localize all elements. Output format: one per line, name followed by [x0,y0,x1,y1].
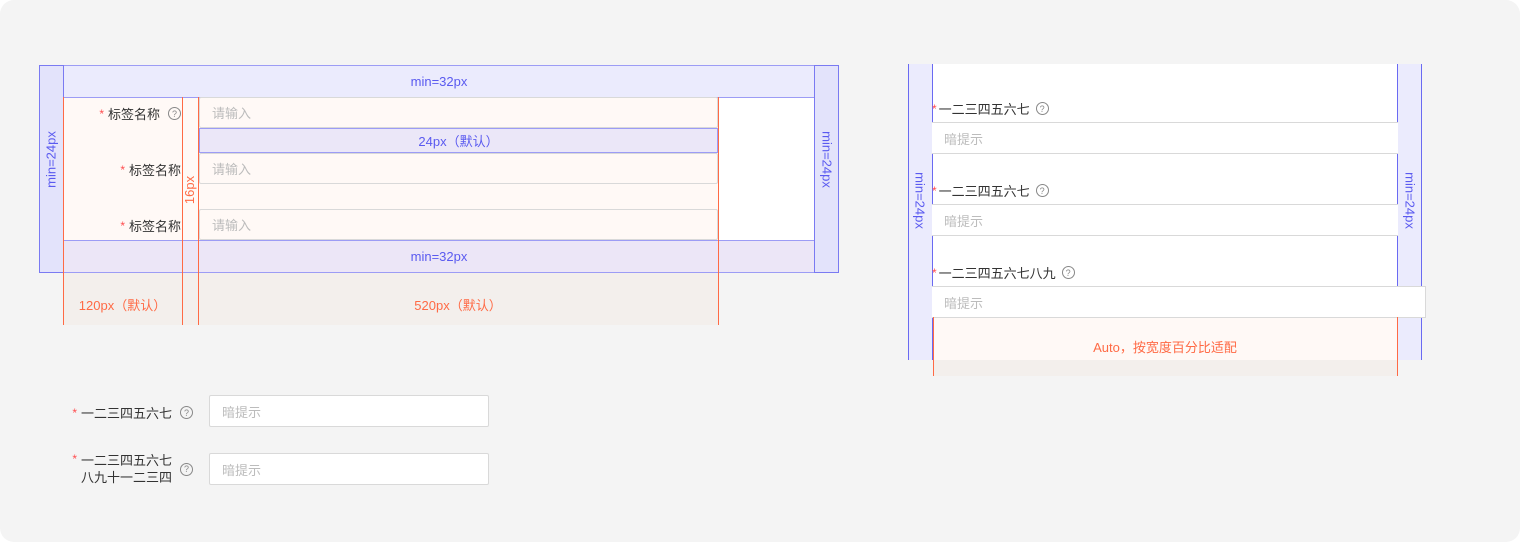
form-label: *标签名称 [120,160,181,179]
label-text-multiline: 一二三四五六七八九十一二三四 [81,452,172,486]
right-col-label: min=24px [1402,172,1418,229]
label-gap-label: 16px [182,175,197,205]
text-input[interactable]: 请输入 [199,153,718,184]
placeholder: 请输入 [212,106,252,121]
placeholder: 暗提示 [944,295,984,311]
text-input[interactable]: 暗提示 [932,122,1398,154]
label-width-label: 120px（默认） [78,298,167,313]
help-icon[interactable]: ? [180,462,193,476]
text-input[interactable]: 暗提示 [932,286,1426,318]
row-gap-band: 24px（默认） [199,128,718,153]
placeholder: 暗提示 [944,213,984,229]
help-icon[interactable]: ? [180,406,193,419]
required-mark: * [72,405,77,420]
form-label: *标签名称? [99,104,181,123]
right-padding-col [814,65,839,273]
form-label: *标签名称 [120,216,181,235]
left-col-label: min=24px [912,172,928,229]
placeholder: 请输入 [212,218,252,233]
placeholder: 暗提示 [222,404,262,420]
required-mark: * [120,162,125,177]
label-text: 标签名称 [128,163,181,178]
help-icon[interactable]: ? [1035,184,1049,197]
bottom-band-label: min=32px [410,249,468,264]
left-col-label: min=24px [43,131,59,188]
guide-line [63,97,64,325]
label-text: 标签名称 [128,219,181,234]
text-input[interactable]: 暗提示 [209,453,489,485]
form-label: *一二三四五六七? [932,181,1049,200]
guide-line [933,317,934,376]
control-width-label: 520px（默认） [414,298,502,313]
text-input[interactable]: 暗提示 [932,204,1398,236]
label-line-2: 八九十一二三四 [80,470,172,485]
guide-line [1397,317,1398,376]
help-icon[interactable]: ? [1035,102,1049,115]
auto-area-bottom [933,360,1397,376]
bottom-padding-band: min=32px [39,240,839,273]
top-padding-band: min=32px [39,65,839,98]
label-line-1: 一二三四五六七 [80,453,172,468]
label-text: 一二三四五六七八九 [938,266,1056,281]
required-mark: * [120,218,125,233]
placeholder: 暗提示 [944,131,984,147]
form-label: * 一二三四五六七八九十一二三四 ? [72,452,193,486]
width-annotation-area [63,273,718,325]
required-mark: * [932,183,937,198]
guide-line [198,97,199,325]
row-gap-label: 24px（默认） [418,134,499,149]
form-label: *一二三四五六七? [932,99,1049,118]
right-col-label: min=24px [819,131,835,188]
top-band-label: min=32px [410,74,468,89]
help-icon[interactable]: ? [1061,266,1075,279]
placeholder: 暗提示 [222,462,262,478]
text-input[interactable]: 暗提示 [209,395,489,427]
label-text: 一二三四五六七 [938,102,1030,117]
auto-note: Auto，按宽度百分比适配 [1093,340,1237,355]
help-icon[interactable]: ? [168,107,181,120]
placeholder: 请输入 [212,162,252,177]
label-text: 标签名称 [107,107,160,122]
guide-line [182,97,183,325]
required-mark: * [99,106,104,121]
form-label: *一二三四五六七? [72,403,193,422]
content-area-right [718,97,815,241]
guide-line [718,97,719,325]
form-label: *一二三四五六七八九? [932,263,1075,282]
label-text: 一二三四五六七 [938,184,1030,199]
text-input[interactable]: 请输入 [199,209,718,240]
required-mark: * [932,101,937,116]
text-input[interactable]: 请输入 [199,97,718,128]
required-mark: * [932,265,937,280]
label-text: 一二三四五六七 [80,406,172,421]
required-mark: * [72,452,77,466]
auto-area [933,317,1397,360]
